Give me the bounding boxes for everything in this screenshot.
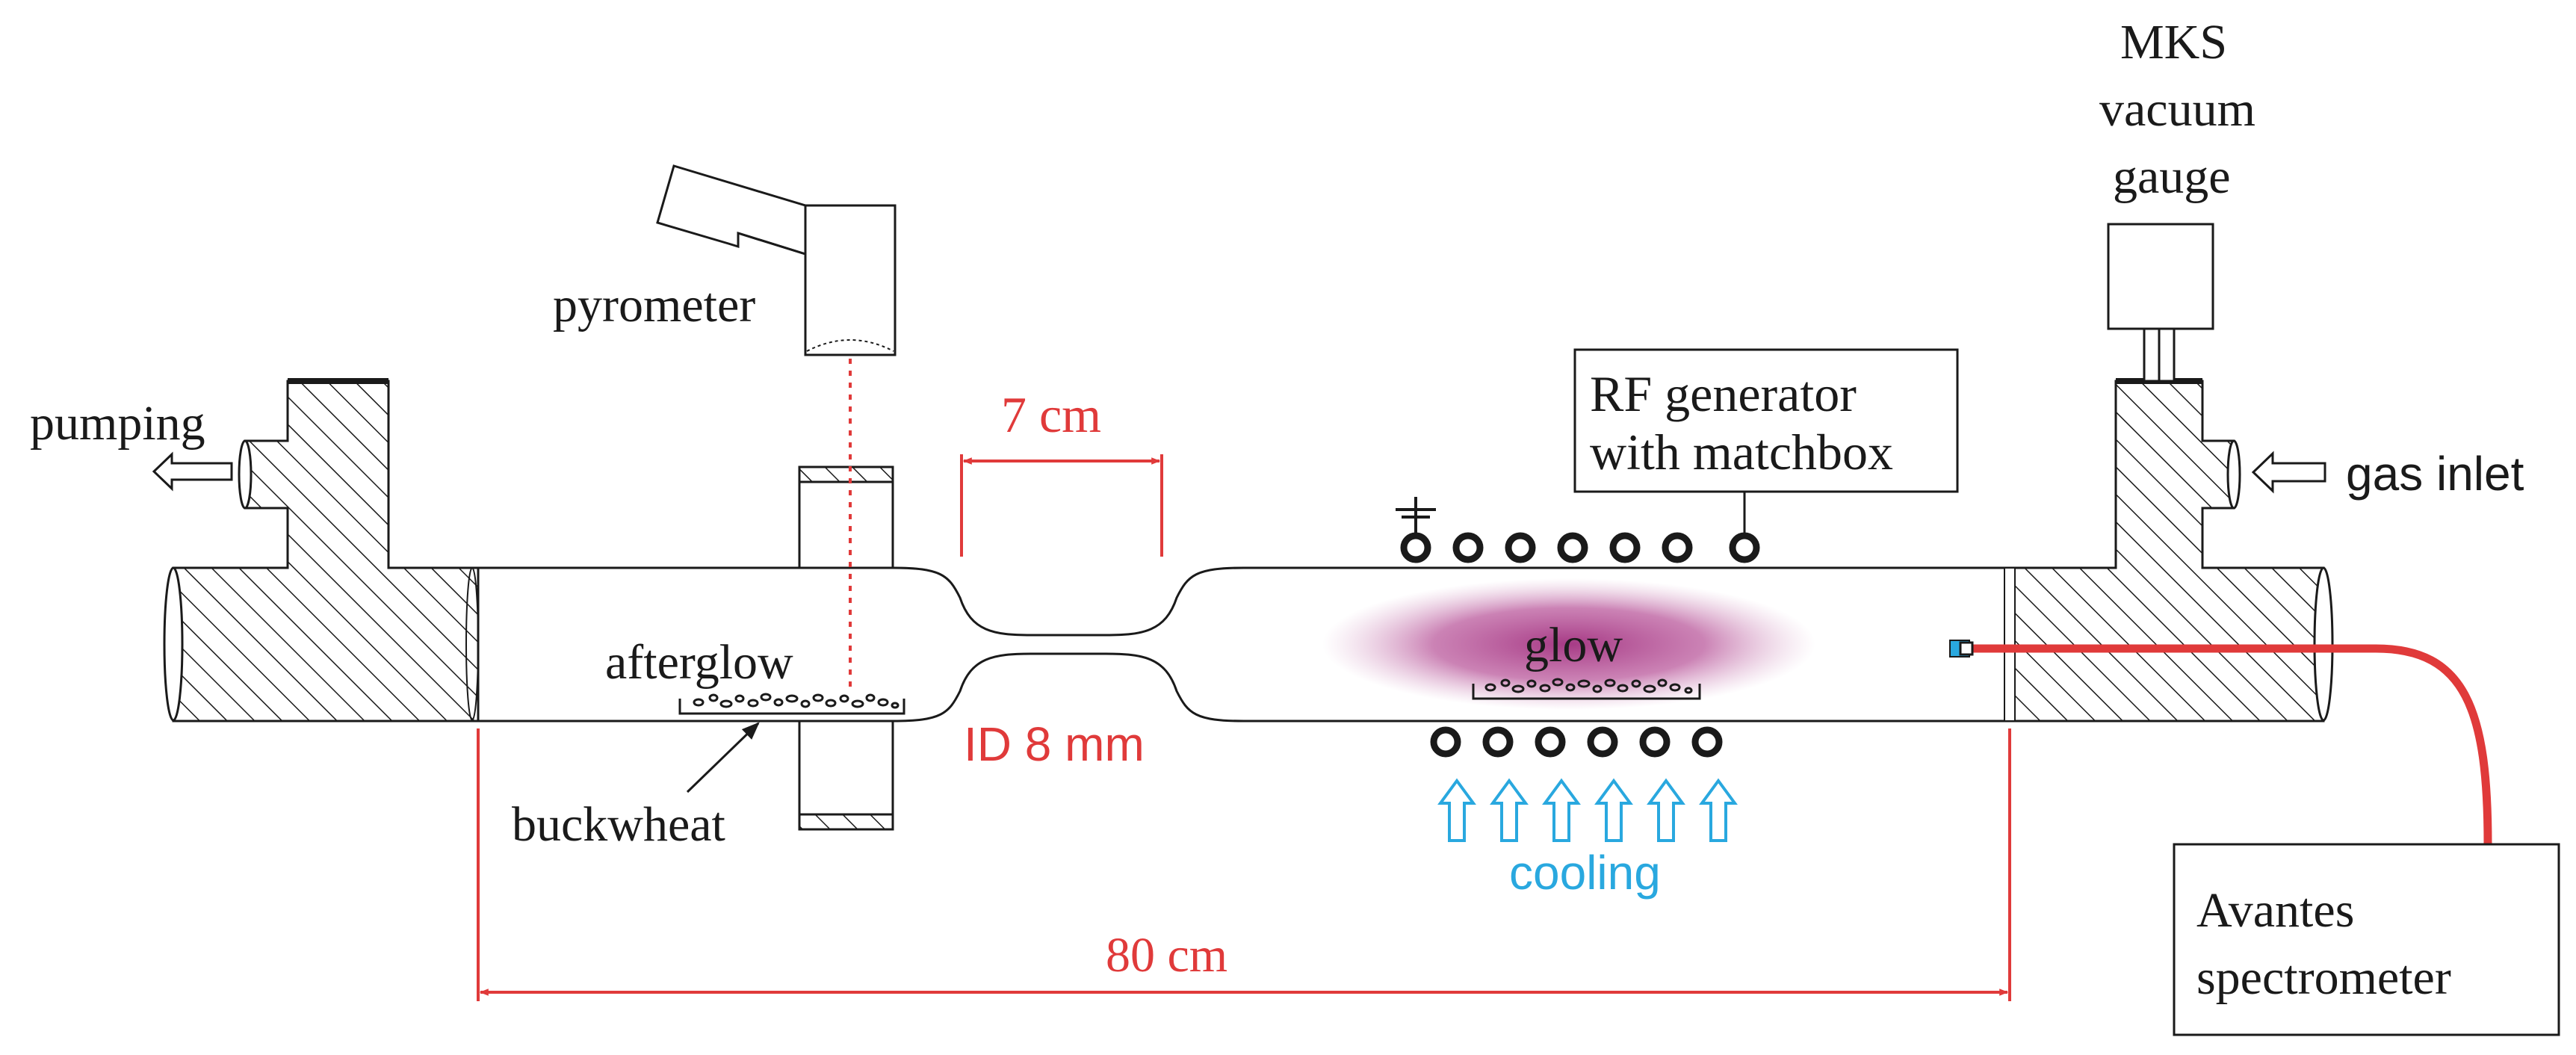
arrow-left-icon	[2251, 451, 2326, 494]
eighty-cm-label: 80 cm	[1106, 928, 1227, 983]
plasma-glow	[1322, 578, 1815, 710]
mks-label-line1: MKS	[2120, 15, 2227, 69]
afterglow-label: afterglow	[605, 635, 793, 690]
left-flange-end-cap	[163, 566, 184, 722]
arrow-up-icon	[1699, 778, 1738, 842]
seven-cm-label: 7 cm	[1001, 386, 1101, 443]
seven-cm-dimension	[960, 454, 1163, 557]
rf-coil-top-row	[1400, 532, 1760, 563]
avantes-spectrometer-box	[2173, 843, 2560, 1036]
eighty-cm-dimension	[477, 728, 2011, 1001]
rf-coil-bottom-row	[1430, 726, 1723, 758]
rf-generator-label-line2: with matchbox	[1590, 424, 1893, 480]
right-flange-end-cap	[2313, 566, 2334, 722]
arrow-left-icon	[152, 451, 233, 492]
cooling-label: cooling	[1509, 846, 1661, 900]
id-8mm-label: ID 8 mm	[964, 717, 1145, 771]
arrow-up-icon	[1542, 778, 1581, 842]
pyrometer	[656, 164, 897, 356]
pyrometer-label: pyrometer	[553, 278, 755, 332]
glow-buckwheat-tray	[1472, 678, 1701, 700]
tube-top-wall	[478, 566, 2010, 637]
arrow-up-icon	[1437, 778, 1476, 842]
pumping-label: pumping	[30, 396, 205, 451]
afterglow-buckwheat-tray	[678, 693, 905, 715]
afterglow-port	[798, 465, 894, 831]
rf-generator-label-line1: RF generator	[1590, 365, 1857, 422]
glow-label: glow	[1524, 618, 1623, 672]
mks-vacuum-gauge	[2107, 223, 2214, 383]
gas-inlet-label: gas inlet	[2346, 447, 2524, 501]
ground-icon	[1396, 497, 1436, 534]
optical-fiber	[1949, 640, 2492, 845]
arrow-up-icon	[1490, 778, 1529, 842]
arrow-up-icon	[1594, 778, 1633, 842]
tube-bottom-wall	[478, 652, 2010, 723]
avantes-label-line1: Avantes	[2196, 883, 2354, 938]
buckwheat-label: buckwheat	[512, 797, 725, 852]
right-flange	[2004, 378, 2334, 723]
rf-generator-box	[1573, 348, 1959, 536]
cooling-arrows	[1437, 778, 1738, 842]
buckwheat-pointer	[686, 722, 760, 793]
glass-tube	[478, 566, 2010, 723]
avantes-label-line2: spectrometer	[2196, 950, 2451, 1005]
mks-label-line2: vacuum	[2099, 82, 2255, 137]
mks-label-line3: gauge	[2113, 149, 2231, 204]
arrow-up-icon	[1647, 778, 1685, 842]
left-flange	[163, 378, 480, 723]
